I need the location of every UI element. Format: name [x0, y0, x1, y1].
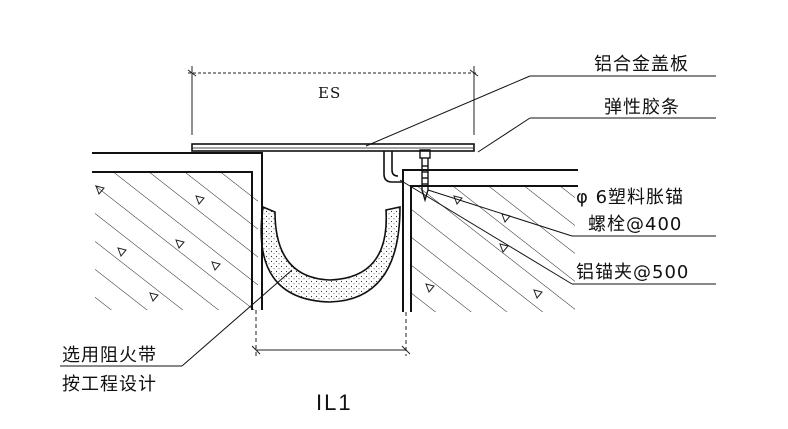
es-dimension-label: ES — [318, 84, 342, 102]
joint-width-dimension — [251, 310, 411, 356]
anchor-bolt-label-line2: 螺栓@400 — [588, 214, 683, 235]
cover-plate-label: 铝合金盖板 — [594, 54, 689, 75]
fire-barrier-label-line1: 选用阻火带 — [62, 345, 157, 366]
anchor-bolt — [419, 149, 431, 203]
drawing-title: IL1 — [316, 390, 353, 415]
left-concrete-slab — [92, 152, 263, 310]
anchor-bolt-label-line1: φ 6塑料胀锚 — [576, 187, 685, 208]
leader-lines — [60, 75, 716, 367]
fire-barrier-label-line2: 按工程设计 — [62, 374, 157, 395]
rubber-strip-label: 弹性胶条 — [604, 97, 680, 118]
right-concrete-slab — [402, 169, 578, 312]
aluminum-cover-plate — [191, 143, 475, 183]
es-dimension — [187, 66, 479, 135]
fire-barrier-strip — [260, 205, 401, 303]
aluminum-clip-label: 铝锚夹@500 — [576, 262, 690, 283]
